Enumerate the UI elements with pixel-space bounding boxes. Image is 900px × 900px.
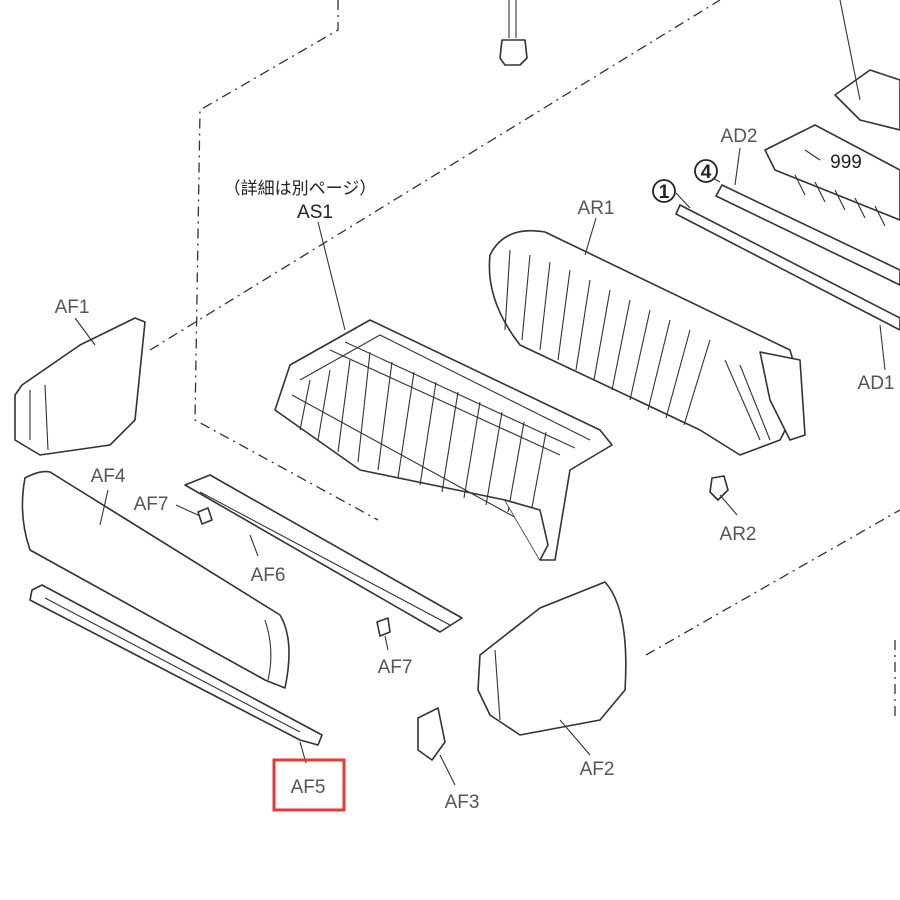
part-af7-bracket-lower: [376, 617, 391, 637]
part-af1-left-panel: [14, 317, 146, 456]
label-af3: AF3: [445, 792, 480, 813]
part-af2-right-cover: [477, 581, 627, 736]
assembly-boundary-lines: [149, 0, 900, 720]
part-999-vane-assembly: [764, 124, 900, 227]
part-ad2-louver-bar: [715, 184, 900, 286]
highlighted-part-label: AF5: [272, 758, 346, 812]
label-ar1: AR1: [578, 198, 615, 219]
power-cord-plug: [499, 0, 528, 66]
label-af7-upper: AF7: [134, 494, 169, 515]
part-af6-mounting-rail: [184, 474, 463, 633]
part-af3-bracket: [417, 707, 446, 761]
part-ar2-sensor: [709, 475, 729, 501]
part-ad1-louver-bar: [675, 204, 900, 331]
label-af7-lower: AF7: [378, 657, 413, 678]
label-as1: AS1: [297, 202, 333, 223]
svg-text:4: 4: [701, 162, 712, 183]
label-af4: AF4: [91, 466, 126, 487]
label-af5: AF5: [291, 777, 326, 798]
circled-ref-4: 4: [694, 159, 718, 183]
label-ad1: AD1: [858, 373, 895, 394]
label-ad2: AD2: [721, 126, 758, 147]
part-ar1-heat-exchanger: [488, 229, 806, 456]
circled-ref-1: 1: [652, 179, 676, 203]
part-af7-bracket-upper: [197, 507, 213, 525]
highlight-box: [272, 758, 346, 812]
label-af2: AF2: [580, 759, 615, 780]
see-other-page-note: （詳細は別ページ）: [224, 179, 377, 199]
part-af4-front-panel: [21, 470, 290, 689]
label-af1: AF1: [55, 297, 90, 318]
label-999: 999: [830, 152, 862, 173]
label-af6: AF6: [251, 565, 286, 586]
label-ar2: AR2: [720, 524, 757, 545]
part-upper-right-top: [834, 69, 900, 131]
part-af5-bottom-strip: [29, 584, 323, 746]
svg-text:1: 1: [659, 182, 670, 203]
part-as1-fan-chassis: [274, 319, 613, 561]
